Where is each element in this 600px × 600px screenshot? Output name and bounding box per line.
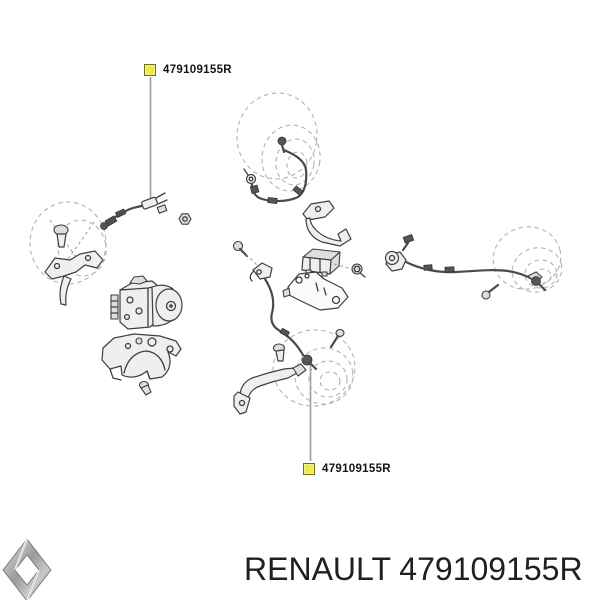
callout-leader-lines <box>149 77 312 461</box>
screw-icon <box>138 380 152 396</box>
wheel-sensor-icon <box>277 136 287 146</box>
wheel-sensor-icon <box>100 222 108 230</box>
nut-icon <box>178 213 192 225</box>
rear-wheel-sensor-cable-sketch <box>384 226 563 300</box>
bolt-icon <box>232 240 249 258</box>
abs-hydraulic-unit-sketch <box>110 275 183 330</box>
bolt-icon <box>272 343 286 362</box>
bolt-icon <box>481 283 500 300</box>
callout-top: 479109155R <box>144 64 232 76</box>
renault-logo <box>2 538 52 600</box>
callout-part-number: 479109155R <box>163 64 232 76</box>
rear-wheel-sketch <box>233 328 356 415</box>
abs-mounting-bracket-sketch <box>101 333 182 396</box>
harness-connector-icon <box>141 196 158 210</box>
grommet-bracket-icon <box>384 233 415 272</box>
ecu-module-sketch <box>301 248 366 278</box>
bolt-icon <box>329 328 345 349</box>
callout-marker <box>303 463 315 475</box>
callout-marker <box>144 64 156 76</box>
bolt-icon <box>53 224 69 248</box>
bolt-icon <box>351 263 366 278</box>
front-wheel-sketch <box>236 92 321 204</box>
product-caption: RENAULT 479109155R <box>244 551 583 587</box>
ecu-mounting-plate-sketch <box>282 271 349 311</box>
front-wheel-hub-and-knuckle-sketch <box>29 201 127 306</box>
center-sensor-cable-sketch <box>232 240 318 371</box>
sensor-bracket-arm-icon <box>233 363 307 415</box>
hose-end-fitting-icon <box>243 168 260 195</box>
callout-part-number: 479109155R <box>322 463 391 475</box>
callout-bottom: 479109155R <box>303 463 391 475</box>
ecu-bracket-sketch <box>302 200 352 247</box>
parts-diagram <box>29 77 563 461</box>
wheel-speed-sensor-harness-sketch <box>105 192 192 226</box>
